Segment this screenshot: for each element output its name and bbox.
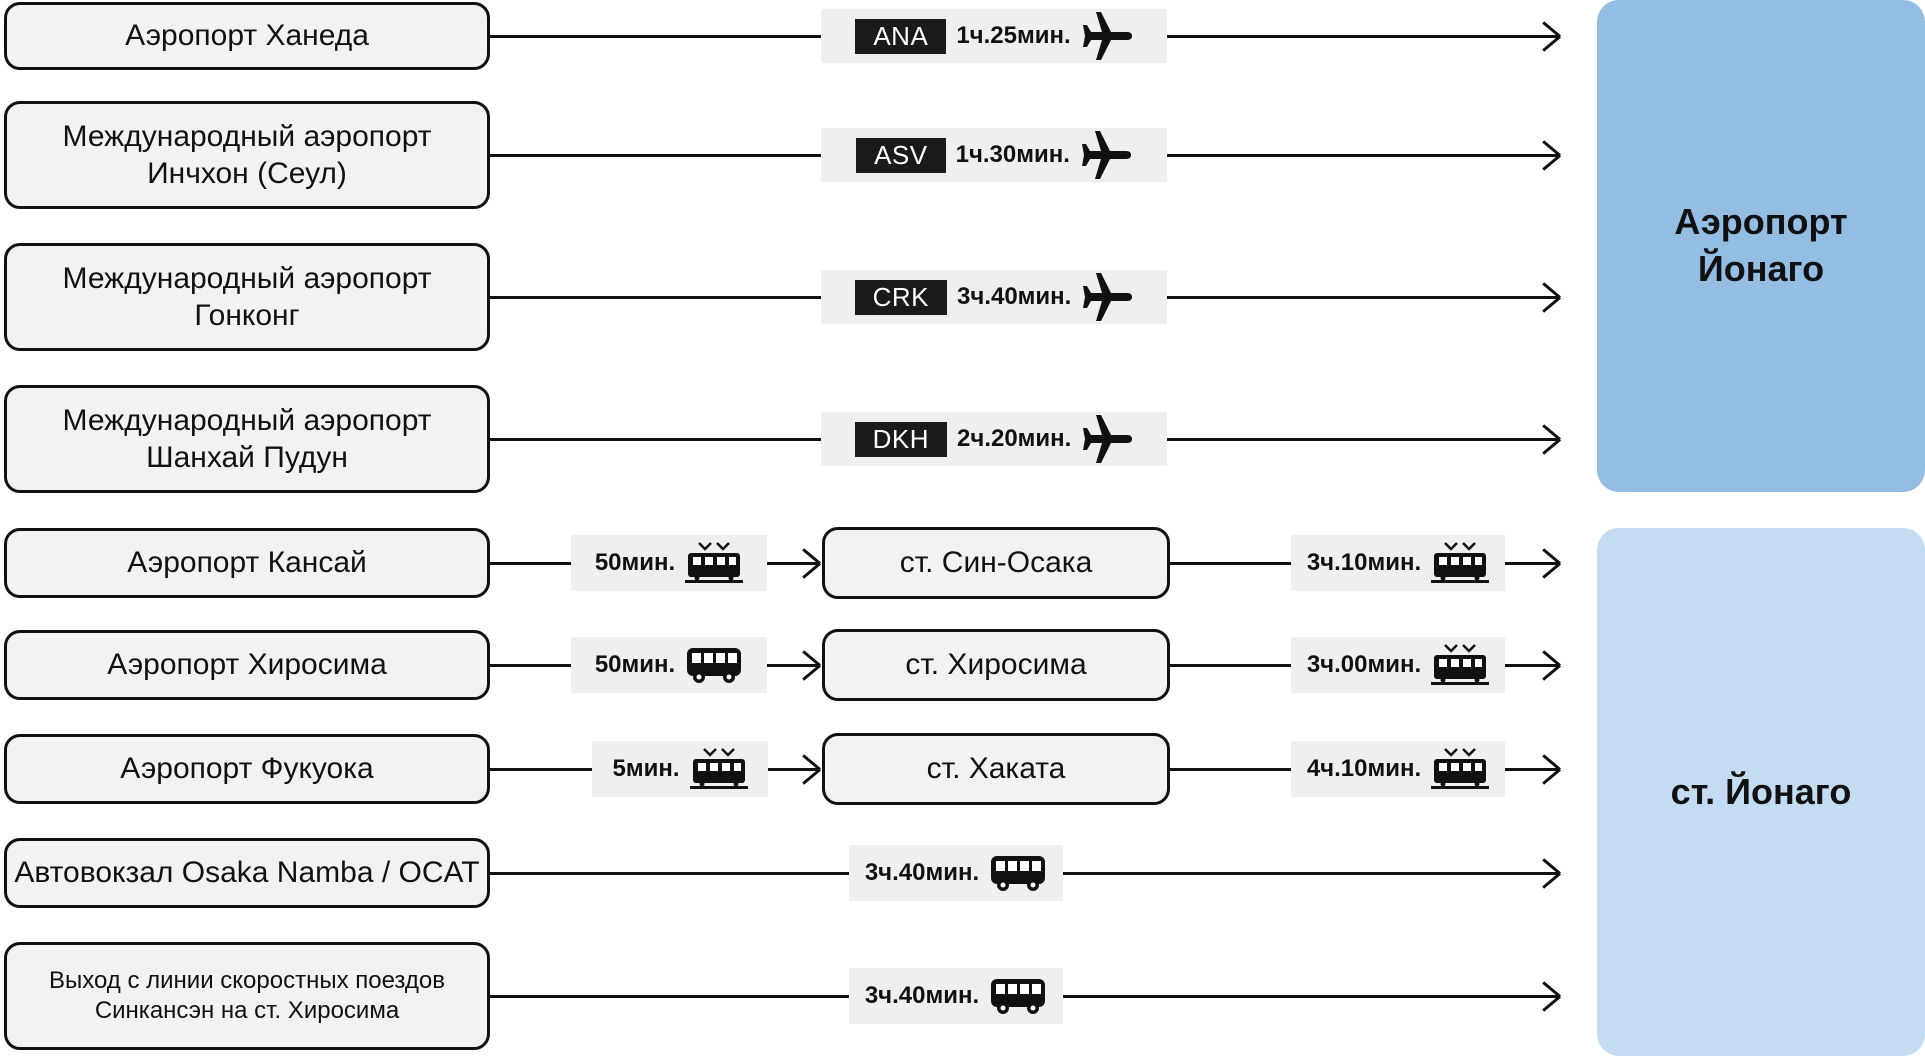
label-line: ст. Хаката xyxy=(926,752,1066,786)
origin-box: Аэропорт Хиросима xyxy=(4,630,490,700)
label-line: Автовокзал Osaka Namba / OCAT xyxy=(14,856,480,890)
origin-box: Автовокзал Osaka Namba / OCAT xyxy=(4,838,490,908)
label-line: Инчхон (Сеул) xyxy=(147,157,347,190)
destination-yonago-station: ст. Йонаго xyxy=(1597,528,1925,1056)
label-line: Международный аэропорт xyxy=(62,261,432,295)
airplane-icon xyxy=(1081,413,1133,465)
airline-code: ANA xyxy=(855,18,947,54)
flight-chip: ANA 1ч.25мин. xyxy=(821,9,1167,63)
airline-code: DKH xyxy=(854,421,948,457)
duration-label: 3ч.10мин. xyxy=(1306,549,1422,576)
label-line: Синкансэн на ст. Хиросима xyxy=(94,997,400,1024)
label-line: Гонконг xyxy=(194,299,300,332)
via-station-box: ст. Син-Осака xyxy=(822,527,1170,599)
duration-label: 3ч.40мин. xyxy=(864,859,980,886)
label-line: Аэропорт Фукуока xyxy=(120,752,374,786)
label-line: ст. Хиросима xyxy=(905,648,1087,682)
bus-icon xyxy=(989,853,1047,893)
duration-label: 4ч.10мин. xyxy=(1306,755,1422,782)
flight-chip: CRK 3ч.40мин. xyxy=(821,270,1167,324)
bus-chip: 3ч.40мин. xyxy=(849,845,1063,901)
label-line: Аэропорт xyxy=(1674,201,1848,243)
airline-code: ASV xyxy=(856,137,946,173)
bus-chip: 3ч.40мин. xyxy=(849,968,1063,1024)
duration-label: 1ч.30мин. xyxy=(955,141,1070,168)
duration-label: 50мин. xyxy=(594,651,676,678)
bus-icon xyxy=(685,645,743,685)
flight-chip: DKH 2ч.20мин. xyxy=(821,412,1167,466)
label-line: Шанхай Пудун xyxy=(146,441,348,474)
label-line: Международный аэропорт xyxy=(62,119,432,153)
train-icon xyxy=(1431,541,1490,585)
airline-code: CRK xyxy=(854,279,948,315)
train-icon xyxy=(685,541,744,585)
airplane-icon xyxy=(1081,271,1133,323)
duration-label: 5мин. xyxy=(612,755,680,782)
airplane-icon xyxy=(1080,129,1132,181)
duration-label: 3ч.00мин. xyxy=(1306,651,1422,678)
label-line: Международный аэропорт xyxy=(62,403,432,437)
duration-label: 3ч.40мин. xyxy=(864,982,980,1009)
leg1-chip: 50мин. xyxy=(571,637,767,693)
label-line: Аэропорт Хиросима xyxy=(107,648,387,682)
flight-chip: ASV 1ч.30мин. xyxy=(821,128,1167,182)
bus-icon xyxy=(989,976,1047,1016)
via-station-box: ст. Хаката xyxy=(822,733,1170,805)
leg1-chip: 5мин. xyxy=(592,741,768,797)
via-station-box: ст. Хиросима xyxy=(822,629,1170,701)
origin-box: Аэропорт Фукуока xyxy=(4,734,490,804)
label-line: Выход с линии скоростных поездов xyxy=(48,967,445,994)
airplane-icon xyxy=(1081,10,1133,62)
duration-label: 50мин. xyxy=(594,549,676,576)
leg1-chip: 50мин. xyxy=(571,535,767,591)
label-line: ст. Йонаго xyxy=(1670,770,1852,812)
label-line: Аэропорт Ханеда xyxy=(125,19,369,53)
leg2-chip: 4ч.10мин. xyxy=(1291,741,1505,797)
leg2-chip: 3ч.10мин. xyxy=(1291,535,1505,591)
duration-label: 3ч.40мин. xyxy=(957,283,1072,310)
label-line: Йонаго xyxy=(1697,248,1825,289)
leg2-chip: 3ч.00мин. xyxy=(1291,637,1505,693)
duration-label: 1ч.25мин. xyxy=(956,22,1071,49)
train-icon xyxy=(1431,643,1490,687)
train-icon xyxy=(1431,747,1490,791)
duration-label: 2ч.20мин. xyxy=(957,425,1072,452)
origin-box: Аэропорт Кансай xyxy=(4,528,490,598)
label-line: Аэропорт Кансай xyxy=(127,546,367,580)
origin-box: Аэропорт Ханеда xyxy=(4,2,490,70)
label-line: ст. Син-Осака xyxy=(899,546,1093,580)
train-icon xyxy=(689,747,748,791)
